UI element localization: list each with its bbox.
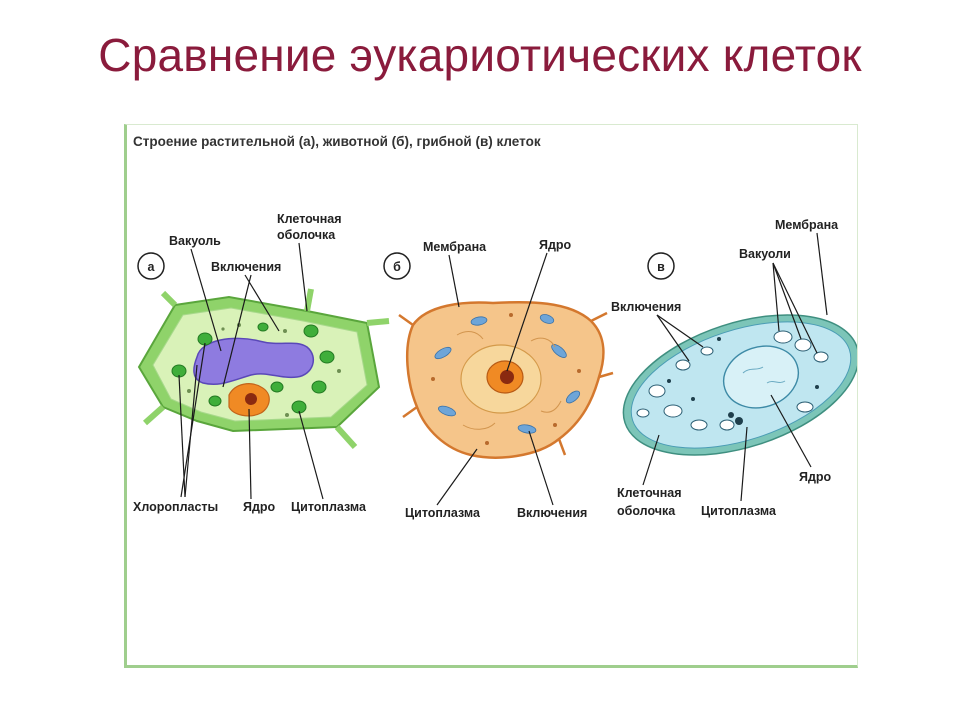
plant-label-nucleus: Ядро — [243, 500, 276, 514]
animal-letter-circle — [383, 252, 411, 280]
fungal-granules — [667, 337, 819, 425]
chloroplast — [319, 350, 335, 364]
figure-caption: Строение растительной (а), животной (б),… — [133, 134, 541, 149]
plant-wall-stub — [366, 318, 390, 326]
plant-chloroplasts — [171, 322, 335, 414]
plant-leader-lines — [178, 242, 324, 500]
plant-wall-stub — [304, 288, 314, 312]
animal-label-membrane: Мембрана — [423, 240, 487, 254]
fungal-letter: в — [657, 260, 665, 274]
fungal-label-nucleus: Ядро — [799, 470, 832, 484]
chloroplast — [311, 380, 327, 394]
plant-wall-stub — [334, 424, 358, 450]
chloroplast — [270, 381, 284, 393]
animal-er-lines — [456, 331, 562, 430]
plant-label-wall-1: Клеточная — [277, 212, 342, 226]
fungal-label-wall-2: оболочка — [617, 504, 676, 518]
plant-letter-circle — [137, 252, 165, 280]
animal-cell: б — [383, 238, 614, 520]
plant-label-cytoplasm: Цитоплазма — [291, 500, 367, 514]
animal-leader-lines — [436, 252, 554, 506]
fungal-label-vacuoles: Вакуоли — [739, 247, 791, 261]
fungal-chromatin — [742, 366, 786, 384]
cells-diagram: а — [133, 212, 857, 520]
fungal-label-inclusions: Включения — [611, 300, 681, 314]
fungal-label-cytoplasm: Цитоплазма — [701, 504, 777, 518]
fungal-label-membrane: Мембрана — [775, 218, 839, 232]
animal-letter: б — [393, 260, 401, 274]
plant-cell: а — [133, 212, 390, 514]
animal-inclusions — [434, 314, 581, 434]
plant-label-inclusions: Включения — [211, 260, 281, 274]
plant-vacuole — [193, 337, 315, 386]
plant-wall-stub — [143, 404, 165, 426]
fungal-vacuoles — [636, 330, 829, 431]
animal-granules — [431, 313, 581, 445]
animal-label-nucleus: Ядро — [539, 238, 572, 252]
fungal-nucleus — [722, 345, 800, 409]
fungal-label-wall-1: Клеточная — [617, 486, 682, 500]
fungal-cell: в — [611, 218, 857, 518]
chloroplast — [208, 395, 222, 407]
animal-label-inclusions: Включения — [517, 506, 587, 520]
plant-letter: а — [148, 260, 156, 274]
chloroplast — [303, 324, 319, 338]
plant-inclusions — [187, 323, 341, 417]
slide-title: Сравнение эукариотических клеток — [98, 29, 862, 81]
plant-label-wall-2: оболочка — [277, 228, 336, 242]
plant-wall-stub — [160, 290, 178, 308]
plant-label-vacuole: Вакуоль — [169, 234, 221, 248]
animal-label-cytoplasm: Цитоплазма — [405, 506, 481, 520]
plant-label-chloroplasts: Хлоропласты — [133, 500, 218, 514]
fungal-letter-circle — [647, 252, 675, 280]
figure-frame: Строение растительной (а), животной (б),… — [124, 124, 858, 668]
fungal-leader-lines — [642, 232, 828, 502]
animal-membrane-spikes — [398, 311, 614, 456]
chloroplast — [257, 322, 269, 332]
plant-nucleolus — [245, 393, 257, 405]
animal-nucleolus — [500, 370, 514, 384]
